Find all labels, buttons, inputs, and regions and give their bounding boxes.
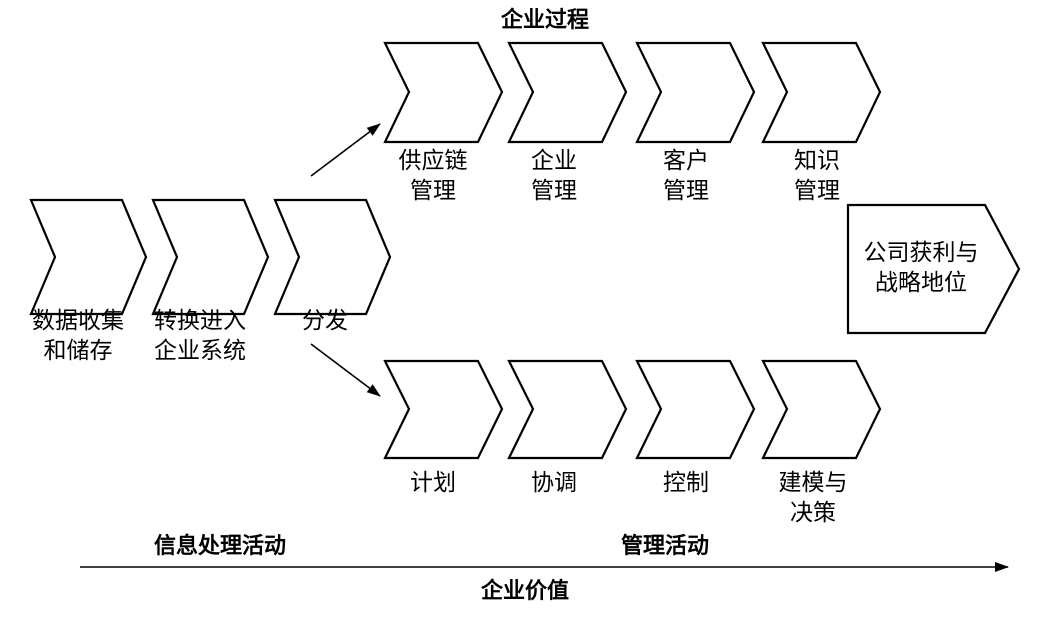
diagram-title: 企业过程 [500,8,589,33]
chevron-transform [151,198,270,316]
chevron-enterprise [507,41,628,144]
chevron-data-collection [29,198,148,316]
mgmt-control-label: 控制 [663,470,709,496]
process-supply-chain-label: 供应链 管理 [398,148,468,204]
step-transform-label: 转换进入 企业系统 [154,308,246,364]
value-axis-label: 企业价值 [480,579,569,604]
chevron-modeling [761,359,882,460]
outcome-arrow-shape [846,203,1021,335]
chevron-plan [383,359,504,460]
chevron-customer [635,41,756,144]
process-enterprise-label: 企业 管理 [531,148,577,204]
step-distribute-label: 分发 [302,308,348,334]
step-data-collection-label: 数据收集 和储存 [32,308,124,364]
arrow-to-management [310,343,381,397]
info-activities-label: 信息处理活动 [153,534,286,559]
chevron-coordinate [507,359,628,460]
chevron-knowledge [761,41,882,144]
outcome-label: 公司获利与 战略地位 [863,240,979,296]
chevron-control [635,359,756,460]
mgmt-activities-label: 管理活动 [620,534,709,559]
chevron-distribute [273,198,392,316]
process-knowledge-label: 知识 管理 [794,148,840,204]
process-customer-label: 客户 管理 [663,148,709,204]
mgmt-plan-label: 计划 [410,470,456,496]
mgmt-coordinate-label: 协调 [531,470,577,496]
mgmt-modeling-label: 建模与 决策 [778,470,848,526]
arrow-to-processes [310,123,381,177]
chevron-supply-chain [383,41,504,144]
